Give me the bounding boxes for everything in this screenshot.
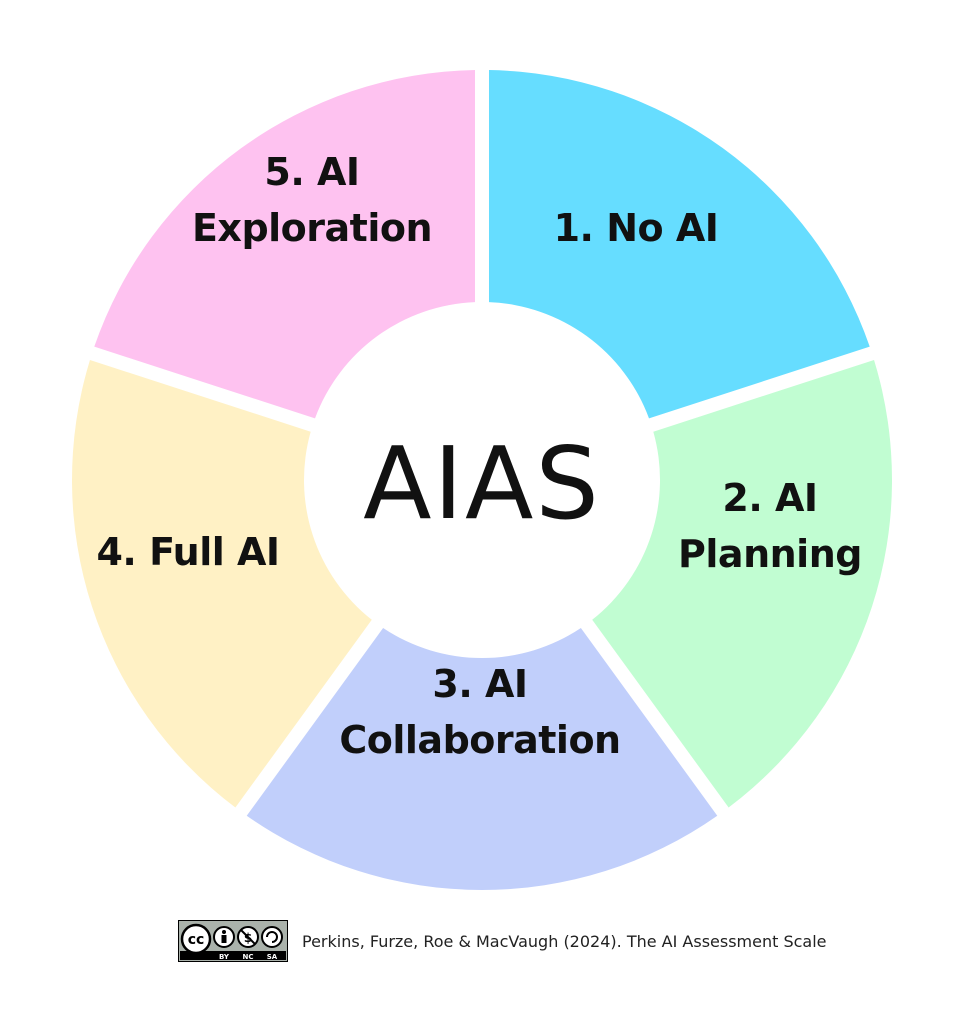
segment-label-line: 5. AI	[264, 150, 359, 194]
segments-group	[71, 70, 893, 891]
segment-label-line: 4. Full AI	[96, 530, 279, 574]
segment-label-line: Collaboration	[339, 718, 620, 762]
labels-group: 1. No AI 2. AI Planning 3. AI Collaboration 4…	[96, 150, 862, 762]
cc-by-nc-sa-icon: cc $ BY NC SA	[178, 920, 288, 962]
segment-label-line: 2. AI	[722, 476, 817, 520]
segment-ai-planning	[592, 359, 893, 808]
citation-text: Perkins, Furze, Roe & MacVaugh (2024). T…	[302, 931, 827, 951]
segment-label-ai-planning: 2. AI Planning	[678, 476, 862, 576]
center-title: AIAS	[363, 425, 601, 542]
aias-wheel: 1. No AI 2. AI Planning 3. AI Collaboration 4…	[71, 70, 893, 891]
cc-nc-label: NC	[243, 953, 254, 961]
segment-label-line: Exploration	[192, 206, 432, 250]
segment-ai-collaboration	[246, 628, 718, 891]
segment-label-full-ai: 4. Full AI	[96, 530, 279, 574]
cc-by-label: BY	[219, 953, 230, 961]
segment-label-line: Planning	[678, 532, 862, 576]
segment-label-line: 1. No AI	[554, 206, 719, 250]
segment-label-line: 3. AI	[432, 662, 527, 706]
segment-label-no-ai: 1. No AI	[554, 206, 719, 250]
cc-badge-text: cc	[188, 932, 205, 948]
cc-sa-label: SA	[267, 953, 278, 961]
attribution-footer: cc $ BY NC SA Perkins, Furze, Roe & MacV…	[178, 920, 827, 962]
segment-ai-exploration	[94, 70, 476, 419]
segment-label-ai-exploration: 5. AI Exploration	[192, 150, 432, 250]
segment-full-ai	[71, 359, 372, 808]
segment-label-ai-collaboration: 3. AI Collaboration	[339, 662, 620, 762]
segment-no-ai	[488, 70, 870, 419]
